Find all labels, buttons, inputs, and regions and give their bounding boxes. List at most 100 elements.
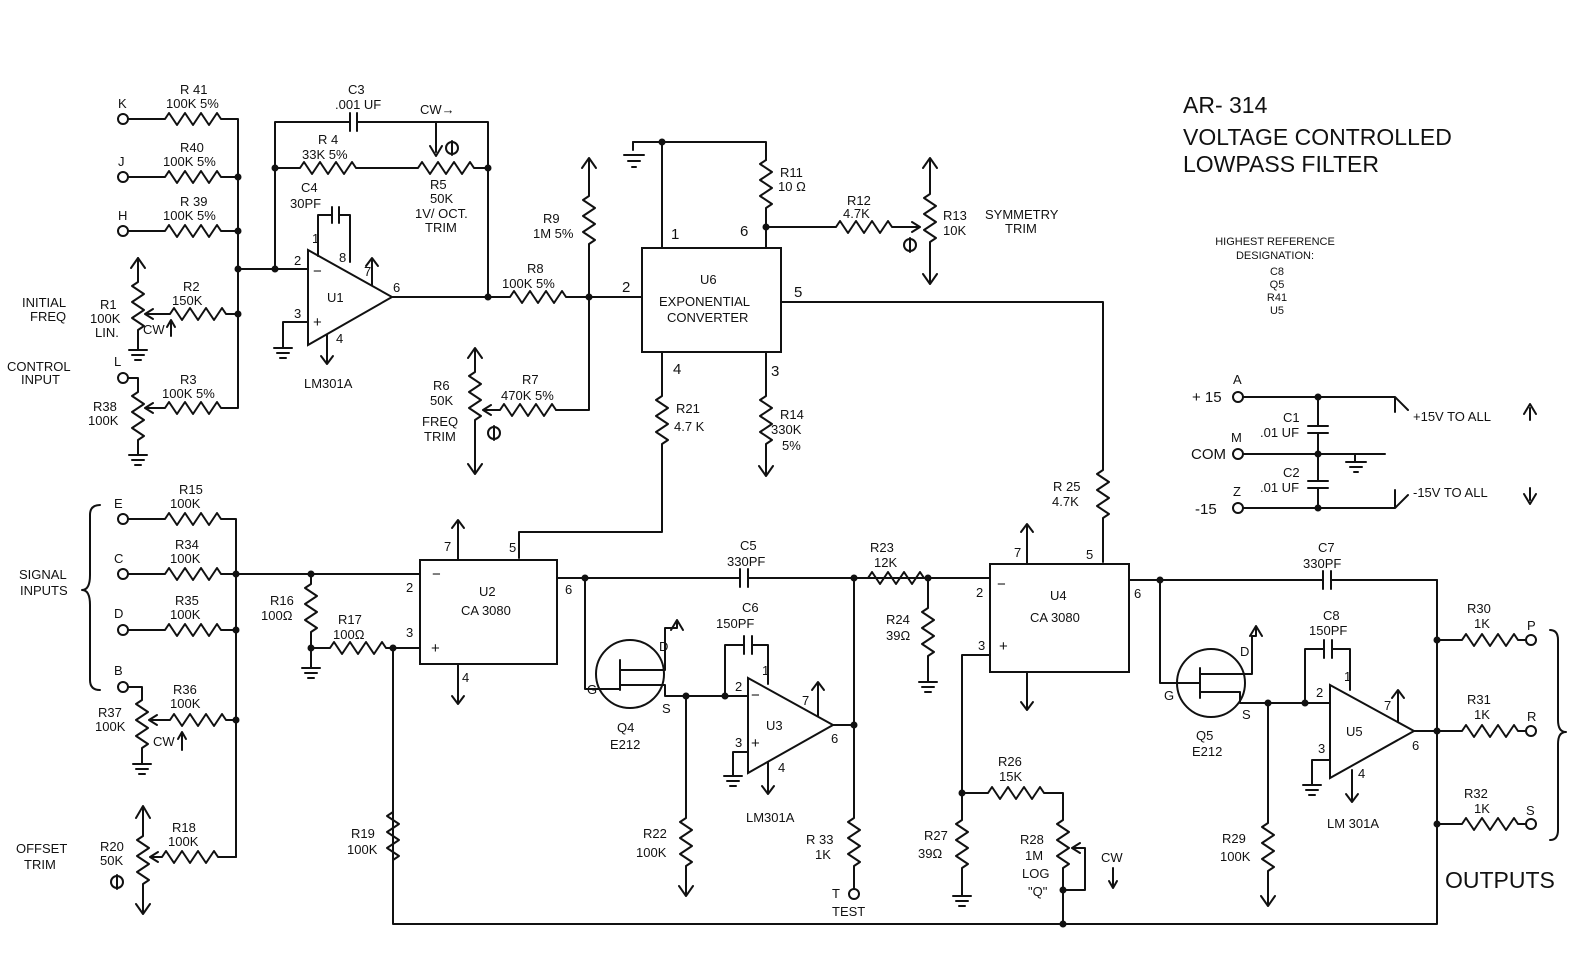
svg-text:1: 1 <box>1344 669 1351 684</box>
r1-name: R1 <box>100 297 117 312</box>
svg-text:3: 3 <box>1318 741 1325 756</box>
r16-value: 100Ω <box>261 608 293 623</box>
u4-ota <box>989 563 1130 673</box>
terminal-k <box>117 113 129 125</box>
terminal-l-label: L <box>114 354 121 369</box>
u6-label: U6 <box>700 272 717 287</box>
r15-value: 100K <box>170 496 201 511</box>
u6-line2: CONVERTER <box>667 310 748 325</box>
r36-name: R36 <box>173 682 197 697</box>
svg-text:4: 4 <box>336 331 343 346</box>
terminal-h <box>117 225 129 237</box>
u3-plus: + <box>751 735 760 752</box>
r20-value: 50K <box>100 853 123 868</box>
plus15-label: + 15 <box>1192 389 1222 406</box>
signal-inputs-line2: INPUTS <box>20 583 68 598</box>
svg-text:4: 4 <box>462 670 469 685</box>
u2-ota <box>419 559 558 665</box>
c2-value: .01 UF <box>1260 480 1299 495</box>
c4-name: C4 <box>301 180 318 195</box>
r6-note-2: TRIM <box>424 429 456 444</box>
r12-name: R12 <box>847 193 871 208</box>
svg-text:6: 6 <box>1134 586 1141 601</box>
c5-name: C5 <box>740 538 757 553</box>
svg-text:2: 2 <box>1316 685 1323 700</box>
r21-name: R21 <box>676 401 700 416</box>
r13-note-1: SYMMETRY <box>985 207 1059 222</box>
terminal-a-label: A <box>1233 372 1242 387</box>
terminal-a <box>1232 391 1244 403</box>
c7-value: 330PF <box>1303 556 1341 571</box>
r35-name: R35 <box>175 593 199 608</box>
r29-name: R29 <box>1222 831 1246 846</box>
r23-value: 12K <box>874 555 897 570</box>
u5-part: LM 301A <box>1327 816 1379 831</box>
terminal-r <box>1525 725 1537 737</box>
r24-value: 39Ω <box>886 628 910 643</box>
terminal-s-label: S <box>1526 803 1535 818</box>
terminal-m-label: M <box>1231 430 1242 445</box>
u5-label: U5 <box>1346 724 1363 739</box>
r19-value: 100K <box>347 842 378 857</box>
cw-arrow-icon <box>166 319 176 337</box>
down-arrow-icon <box>1523 487 1537 505</box>
offset-trim-line2: TRIM <box>24 857 56 872</box>
u5-section: GDS Q5 E212 R29 100K U5 23 17 46 C8 150P… <box>1062 579 1567 925</box>
r23-name: R23 <box>870 540 894 555</box>
r39-value: 100K 5% <box>163 208 216 223</box>
c3-value: .001 UF <box>335 97 381 112</box>
r32-name: R32 <box>1464 786 1488 801</box>
signal-inputs-line1: SIGNAL <box>19 567 67 582</box>
terminal-k-label: K <box>118 96 127 111</box>
r2-value: 150K <box>172 293 203 308</box>
r33-value: 1K <box>815 847 831 862</box>
c8-name: C8 <box>1323 608 1340 623</box>
terminal-h-label: H <box>118 208 127 223</box>
r17-value: 100Ω <box>333 627 365 642</box>
r6-value: 50K <box>430 393 453 408</box>
r1-cw-label: CW <box>143 322 165 337</box>
r28-name: R28 <box>1020 832 1044 847</box>
designation-item: C8 <box>1270 266 1284 278</box>
c8-value: 150PF <box>1309 623 1347 638</box>
c3-name: C3 <box>348 82 365 97</box>
r41-name: R 41 <box>180 82 207 97</box>
r28-note: "Q" <box>1028 884 1048 899</box>
designation-item: Q5 <box>1270 279 1285 291</box>
u1-section: K J H R 41 100K 5% R40 100K 5% R 39 100K… <box>7 82 643 466</box>
svg-text:D: D <box>659 639 668 654</box>
terminal-p-label: P <box>1527 618 1536 633</box>
u2-minus: − <box>432 566 441 583</box>
r25-value: 4.7K <box>1052 494 1079 509</box>
terminal-z-label: Z <box>1233 484 1241 499</box>
terminal-j-label: J <box>118 154 125 169</box>
r40-name: R40 <box>180 140 204 155</box>
r18-value: 100K <box>168 834 199 849</box>
designation-item: U5 <box>1270 305 1284 317</box>
r21-value: 4.7 K <box>674 419 705 434</box>
initial-freq-line2: FREQ <box>30 309 66 324</box>
title-line-1: VOLTAGE CONTROLLED <box>1183 124 1452 150</box>
r12-value: 4.7K <box>843 206 870 221</box>
c2-name: C2 <box>1283 465 1300 480</box>
r11-value: 10 Ω <box>778 179 806 194</box>
plus-to-all-label: +15V TO ALL <box>1413 409 1491 424</box>
r8-name: R8 <box>527 261 544 276</box>
u5-opamp <box>1329 683 1417 780</box>
terminal-t <box>848 888 860 900</box>
r30-value: 1K <box>1474 616 1490 631</box>
r5-cw-label: CW→ <box>420 102 455 117</box>
svg-text:3: 3 <box>735 735 742 750</box>
svg-text:4: 4 <box>673 361 681 378</box>
r11-name: R11 <box>780 165 803 180</box>
u4-part: CA 3080 <box>1030 610 1080 625</box>
r25-name: R 25 <box>1053 479 1080 494</box>
designation-heading-2: DESIGNATION: <box>1236 250 1314 262</box>
svg-text:7: 7 <box>802 693 809 708</box>
r8-value: 100K 5% <box>502 276 555 291</box>
svg-text:G: G <box>587 682 597 697</box>
cw-arrow-icon <box>1108 867 1118 889</box>
terminal-s <box>1525 818 1537 830</box>
